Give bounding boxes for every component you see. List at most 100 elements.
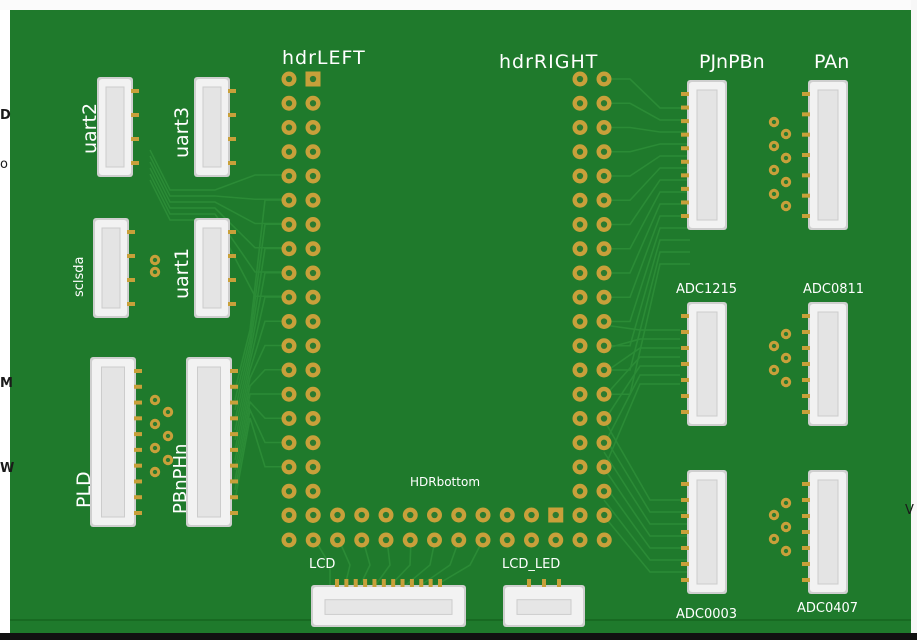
jst-connector: [681, 302, 727, 426]
pad-hole: [600, 294, 608, 301]
pad-hole: [152, 445, 158, 451]
pad-hole: [309, 366, 317, 374]
pad-hole: [309, 439, 317, 446]
pad-hole: [152, 469, 158, 475]
trace: [149, 167, 289, 249]
label-uart2: uart2: [79, 103, 101, 154]
connector-pin: [228, 254, 236, 258]
pad-hole: [600, 221, 608, 228]
pad-hole: [309, 100, 317, 107]
connector-pin: [409, 579, 414, 587]
label-uart3: uart3: [171, 107, 193, 158]
connector-pin: [230, 369, 238, 373]
label-adc0407: ADC0407: [797, 601, 858, 616]
jst-connector: [802, 302, 848, 426]
trace: [604, 126, 690, 133]
connector-pin: [542, 579, 546, 587]
connector-pin: [681, 173, 689, 178]
trace: [604, 179, 690, 226]
connector-pin: [228, 89, 236, 93]
trace: [604, 191, 690, 250]
pad-hole: [600, 439, 608, 446]
pad-hole: [285, 536, 293, 544]
trace: [603, 435, 690, 513]
connector-pin: [802, 112, 810, 117]
connector-pin: [134, 432, 142, 437]
pad-hole: [165, 409, 171, 415]
pad-hole: [309, 75, 317, 83]
connector-pin: [131, 89, 139, 93]
connector-slot: [817, 479, 839, 585]
trace: [604, 143, 690, 153]
connector-pin: [391, 579, 396, 587]
pad-hole: [783, 355, 789, 361]
connector-pin: [802, 346, 810, 350]
pad-hole: [552, 536, 559, 544]
jst-connector-horizontal: [311, 579, 466, 627]
label-lcd: LCD: [309, 557, 335, 572]
connector-slot: [197, 366, 221, 518]
connector-pin: [134, 479, 142, 484]
trace: [234, 407, 289, 491]
pad-hole: [771, 191, 777, 197]
label-uart1: uart1: [171, 248, 193, 299]
pad-hole: [600, 197, 608, 204]
connector-pin: [681, 498, 689, 502]
connector-slot: [101, 366, 125, 518]
pad-hole: [358, 536, 365, 544]
connector-pin: [228, 113, 236, 117]
connector-pin: [134, 416, 142, 421]
pad-hole: [285, 366, 293, 374]
pad-hole: [504, 536, 511, 544]
trace: [603, 365, 680, 422]
connector-pin: [230, 447, 238, 452]
pad-hole: [552, 511, 559, 519]
connector-pin: [681, 378, 689, 382]
pad-hole: [600, 148, 608, 155]
connector-pin: [681, 482, 689, 486]
connector-pin: [131, 113, 139, 117]
window-right-edge: [911, 0, 917, 640]
connector-pin: [230, 495, 238, 500]
pad-hole: [309, 342, 317, 349]
trace: [604, 227, 690, 323]
pad-hole: [576, 366, 584, 374]
trace: [603, 324, 680, 331]
label-adc0811: ADC0811: [803, 282, 864, 297]
trace: [234, 400, 289, 481]
connector-pin: [353, 579, 358, 587]
pad-hole: [600, 463, 608, 471]
pad-layer: [149, 71, 792, 557]
connector-pin: [681, 92, 689, 96]
connector-pin: [127, 230, 135, 234]
connector-layer: [90, 77, 848, 627]
connector-pin: [802, 514, 810, 518]
pad-hole: [285, 511, 293, 519]
pad-hole: [285, 75, 293, 83]
pad-hole: [382, 536, 390, 544]
pad-hole: [576, 439, 584, 446]
trace: [234, 368, 289, 461]
pad-hole: [576, 463, 584, 471]
pad-hole: [309, 415, 317, 422]
connector-pin: [228, 302, 236, 306]
pad-hole: [309, 488, 317, 495]
pad-hole: [285, 100, 293, 107]
pad-hole: [309, 221, 317, 228]
connector-pin: [134, 495, 142, 500]
pad-hole: [504, 511, 511, 519]
pad-hole: [285, 172, 293, 180]
trace: [234, 344, 289, 451]
connector-pin: [228, 278, 236, 282]
pad-hole: [783, 179, 789, 185]
connector-pin: [802, 173, 810, 178]
connector-pin: [131, 161, 139, 165]
trace: [604, 102, 690, 121]
jst-connector: [681, 470, 727, 594]
pad-hole: [576, 148, 584, 155]
connector-pin: [134, 369, 142, 373]
connector-pin: [681, 514, 689, 518]
pad-hole: [600, 391, 608, 398]
jst-connector: [93, 218, 135, 318]
